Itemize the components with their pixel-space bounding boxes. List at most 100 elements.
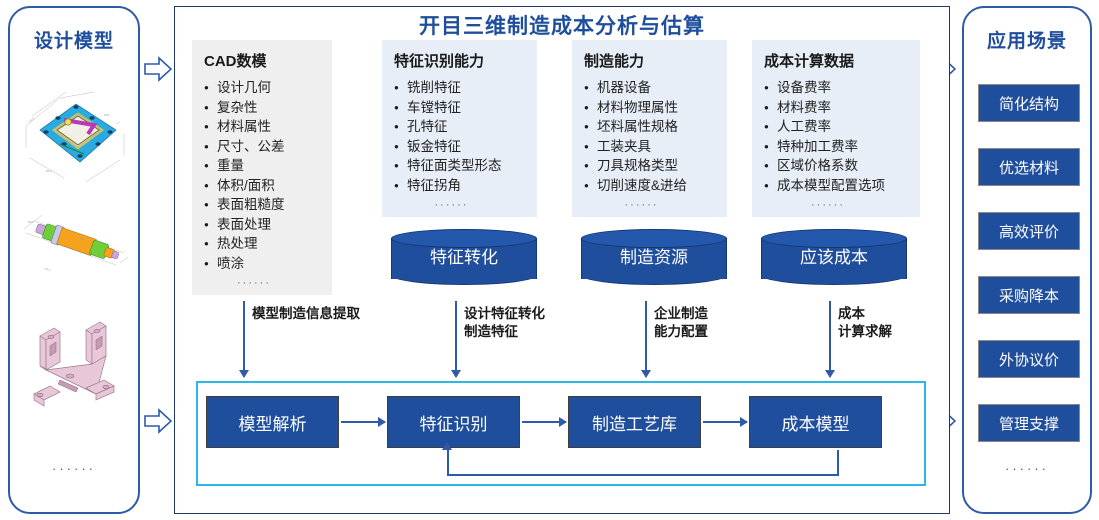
- column-cost-data: 成本计算数据 设备费率 材料费率 人工费率 特种加工费率 区域价格系数 成本模型…: [752, 40, 920, 217]
- list-item: 特征面类型形态: [394, 156, 527, 176]
- list-item: 特征拐角: [394, 176, 527, 196]
- list-item: 特种加工费率: [764, 137, 910, 157]
- column-cost-data-ellipsis: ······: [811, 199, 845, 211]
- column-feature-recognition-header: 特征识别能力: [394, 53, 485, 70]
- column-manufacturing-capability-box: 制造能力 机器设备 材料物理属性 坯料属性规格 工装夹具 刀具规格类型 切削速度…: [572, 40, 727, 217]
- scenario-efficient-evaluation[interactable]: 高效评价: [978, 212, 1080, 250]
- right-panel-ellipsis: ······: [1005, 461, 1049, 476]
- label-line-2: 能力配置: [654, 324, 708, 339]
- list-item: 设计几何: [204, 78, 322, 98]
- flow-arrow-model-info-extraction-label: 模型制造信息提取: [252, 306, 360, 321]
- sheetmetal-bracket-cad-model-thumbnail: [20, 308, 132, 418]
- list-item: 孔特征: [394, 117, 527, 137]
- column-cost-data-list: 设备费率 材料费率 人工费率 特种加工费率 区域价格系数 成本模型配置选项: [764, 78, 910, 195]
- list-item: 刀具规格类型: [584, 156, 717, 176]
- arrow-head-icon: [825, 370, 835, 378]
- cylinder-should-cost: 应该成本: [761, 229, 907, 287]
- column-cad-model: CAD数模 设计几何 复杂性 材料属性 尺寸、公差 重量 体积/面积 表面粗糙度…: [192, 40, 332, 295]
- column-cost-data-box: 成本计算数据 设备费率 材料费率 人工费率 特种加工费率 区域价格系数 成本模型…: [752, 40, 920, 217]
- scenario-optimize-material[interactable]: 优选材料: [978, 148, 1080, 186]
- flow-box-feature-recognition[interactable]: 特征识别: [387, 396, 520, 448]
- column-manufacturing-capability: 制造能力 机器设备 材料物理属性 坯料属性规格 工装夹具 刀具规格类型 切削速度…: [572, 40, 727, 217]
- arrow-head-icon: [239, 370, 249, 378]
- list-item: 区域价格系数: [764, 156, 910, 176]
- svg-text:12.5: 12.5: [28, 116, 35, 123]
- cylinder-feature-conversion: 特征转化: [391, 229, 537, 287]
- list-item: 热处理: [204, 234, 322, 254]
- list-item: 铣削特征: [394, 78, 527, 98]
- column-cad-model-ellipsis: ······: [237, 277, 271, 289]
- cylinder-feature-conversion-label: 特征转化: [430, 248, 498, 267]
- scenario-simplify-structure[interactable]: 简化结构: [978, 84, 1080, 122]
- list-item: 喷涂: [204, 254, 322, 274]
- page-title: 开目三维制造成本分析与估算: [419, 15, 705, 38]
- column-manufacturing-capability-header: 制造能力: [584, 53, 645, 70]
- svg-text:Ø24: Ø24: [80, 236, 86, 242]
- list-item: 材料物理属性: [584, 98, 717, 118]
- flow-feedback-loop: [447, 450, 839, 476]
- flow-box-cost-model[interactable]: 成本模型: [749, 396, 882, 448]
- cylinder-top: [581, 229, 727, 248]
- feedback-arrow-head-icon: [442, 442, 452, 450]
- label-line-1: 设计特征转化: [464, 306, 545, 321]
- cylinder-should-cost-label: 应该成本: [800, 248, 868, 267]
- flow-arrow-design-feature-conversion-label: 设计特征转化 制造特征: [464, 305, 545, 341]
- arrow-line: [243, 301, 245, 377]
- list-item: 机器设备: [584, 78, 717, 98]
- column-feature-recognition-box: 特征识别能力 铣削特征 车镗特征 孔特征 钣金特征 特征面类型形态 特征拐角 ·…: [382, 40, 537, 217]
- flow-connector-2: [522, 417, 567, 427]
- list-item: 复杂性: [204, 98, 322, 118]
- cylinder-top: [391, 229, 537, 248]
- arrow-line: [645, 301, 647, 377]
- list-item: 设备费率: [764, 78, 910, 98]
- flow-arrow-enterprise-capability-config-label: 企业制造 能力配置: [654, 305, 708, 341]
- left-panel-title: 设计模型: [33, 31, 114, 52]
- list-item: 切削速度&进给: [584, 176, 717, 196]
- scenario-management-support[interactable]: 管理支撑: [978, 404, 1080, 442]
- column-cad-model-header: CAD数模: [204, 53, 267, 70]
- list-item: 材料属性: [204, 117, 322, 137]
- label-line-2: 计算求解: [838, 324, 892, 339]
- flow-box-process-library[interactable]: 制造工艺库: [568, 396, 701, 448]
- cylinder-manufacturing-resource-label: 制造资源: [620, 248, 688, 267]
- shaft-cad-model-thumbnail: M10 Ø24 135.0: [20, 203, 132, 288]
- design-model-panel: 设计模型: [8, 6, 140, 514]
- cylinder-manufacturing-resource: 制造资源: [581, 229, 727, 287]
- plate-cad-model-thumbnail: 12.5 8.00 R4.5: [20, 86, 132, 186]
- list-item: 表面粗糙度: [204, 195, 322, 215]
- list-item: 体积/面积: [204, 176, 322, 196]
- column-feature-recognition: 特征识别能力 铣削特征 车镗特征 孔特征 钣金特征 特征面类型形态 特征拐角 ·…: [382, 40, 537, 217]
- arrow-head-icon: [641, 370, 651, 378]
- flow-connector-1: [341, 417, 386, 427]
- list-item: 钣金特征: [394, 137, 527, 157]
- list-item: 成本模型配置选项: [764, 176, 910, 196]
- column-manufacturing-capability-ellipsis: ······: [624, 199, 659, 211]
- column-cost-data-header: 成本计算数据: [764, 53, 855, 70]
- list-item: 坯料属性规格: [584, 117, 717, 137]
- arrow-line: [829, 301, 831, 377]
- column-manufacturing-capability-list: 机器设备 材料物理属性 坯料属性规格 工装夹具 刀具规格类型 切削速度&进给: [584, 78, 717, 195]
- list-item: 重量: [204, 156, 322, 176]
- block-arrow-left-top: [144, 56, 173, 87]
- list-item: 表面处理: [204, 215, 322, 235]
- column-cad-model-list: 设计几何 复杂性 材料属性 尺寸、公差 重量 体积/面积 表面粗糙度 表面处理 …: [204, 78, 322, 273]
- right-panel-title: 应用场景: [986, 31, 1067, 52]
- label-line-1: 成本: [838, 306, 865, 321]
- arrow-head-icon: [451, 370, 461, 378]
- svg-text:135.0: 135.0: [44, 266, 52, 272]
- svg-text:R4.5: R4.5: [46, 169, 52, 173]
- block-arrow-left-bottom: [144, 408, 173, 439]
- list-item: 材料费率: [764, 98, 910, 118]
- label-line-1: 企业制造: [654, 306, 708, 321]
- list-item: 尺寸、公差: [204, 137, 322, 157]
- scenario-outsourcing-negotiation[interactable]: 外协议价: [978, 340, 1080, 378]
- svg-text:M10: M10: [28, 220, 34, 224]
- list-item: 人工费率: [764, 117, 910, 137]
- cylinder-top: [761, 229, 907, 248]
- list-item: 车镗特征: [394, 98, 527, 118]
- column-feature-recognition-list: 铣削特征 车镗特征 孔特征 钣金特征 特征面类型形态 特征拐角: [394, 78, 527, 195]
- scenario-procurement-cost-reduction[interactable]: 采购降本: [978, 276, 1080, 314]
- flow-box-model-parsing[interactable]: 模型解析: [206, 396, 339, 448]
- left-panel-ellipsis: ······: [52, 461, 96, 476]
